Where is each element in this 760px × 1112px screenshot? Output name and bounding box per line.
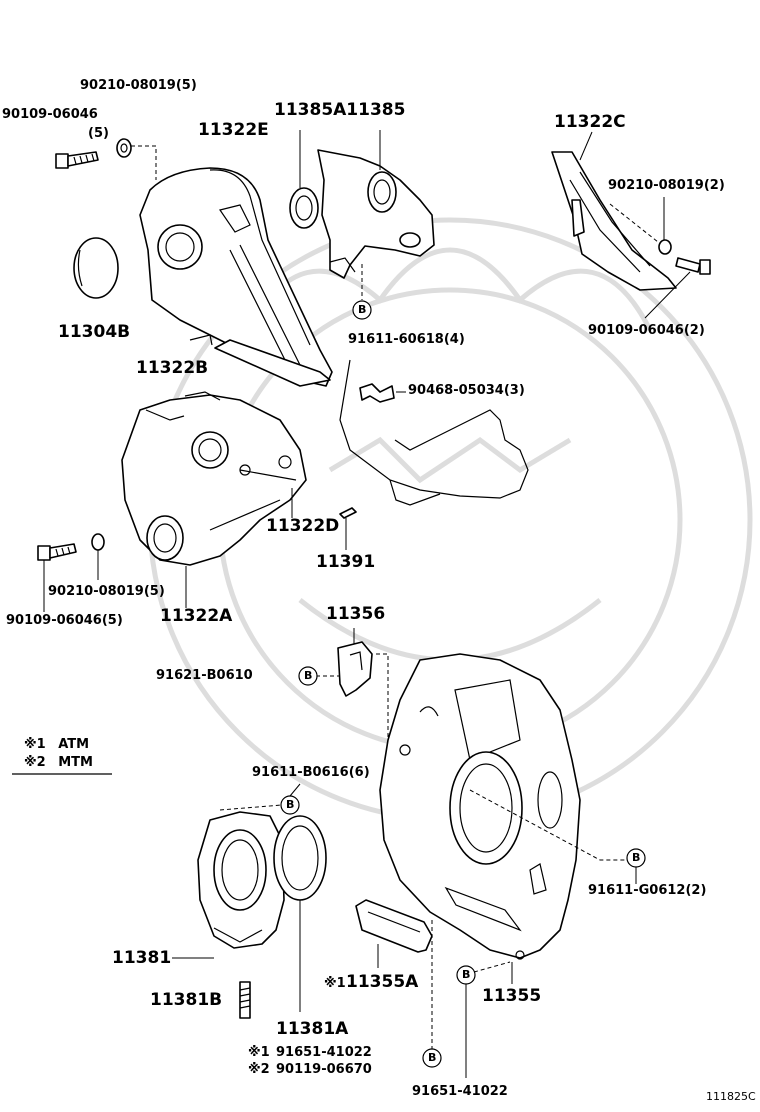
seal-11385a <box>289 187 319 229</box>
label-washer-right: 90210-08019(2) <box>608 178 725 193</box>
bolt-90109-right <box>644 257 711 319</box>
b-letter-b0616: B <box>286 798 295 811</box>
cover-11355a <box>355 899 433 968</box>
b-letter-91651-a: B <box>428 1051 437 1064</box>
label-bolt-right: 90109-06046(2) <box>588 323 705 338</box>
b-letter-g0612: B <box>632 851 641 864</box>
seal-11381a <box>273 815 327 901</box>
leader-b-0616 <box>219 804 290 811</box>
b-mark-upper <box>352 300 372 320</box>
label-washer-mid: 90210-08019(5) <box>48 584 165 599</box>
label-bolt-top-left-qty: (5) <box>88 126 109 141</box>
legend-item-atm: ※1 ATM <box>24 738 89 751</box>
label-washer-top: 90210-08019(5) <box>80 78 197 93</box>
label-11381b: 11381B <box>150 990 223 1010</box>
label-11381a: 11381A <box>276 1019 349 1039</box>
label-11355a: 11355A <box>346 972 419 992</box>
pin-11391 <box>339 507 357 550</box>
plug-11304b <box>73 237 119 299</box>
engine-block-outline <box>339 359 529 506</box>
label-11391: 11391 <box>316 552 376 572</box>
washer-90210-right <box>609 197 672 255</box>
legend-mark: ※1 <box>24 737 46 752</box>
label-91651-b: 91651-41022 <box>412 1084 508 1099</box>
label-90468: 90468-05034(3) <box>408 383 525 398</box>
label-11322e: 11322E <box>198 120 269 140</box>
label-91611-60618: 91611-60618(4) <box>348 332 465 347</box>
label-90119: 90119-06670 <box>276 1062 372 1077</box>
leader-11322c <box>579 131 593 161</box>
stud-11381b <box>239 981 251 1019</box>
label-91611-g0612: 91611-G0612(2) <box>588 883 707 898</box>
label-note-mark-1a: ※1 <box>324 976 346 991</box>
reference-code: 111825C <box>706 1090 756 1103</box>
label-bolt-top-left: 90109-06046 <box>2 107 98 122</box>
label-11355: 11355 <box>482 986 542 1006</box>
legend-item-mtm: ※2 MTM <box>24 756 93 769</box>
label-note-mark-2: ※2 <box>248 1062 270 1077</box>
b-mark-91651-a <box>422 1048 442 1068</box>
retainer-11381 <box>197 811 285 949</box>
label-11322d: 11322D <box>266 516 340 536</box>
label-bolt-mid: 90109-06046(5) <box>6 613 123 628</box>
b-mark-11356 <box>298 666 318 686</box>
b-letter-91651-b: B <box>462 968 471 981</box>
label-91621: 91621-B0610 <box>156 668 253 683</box>
label-11381: 11381 <box>112 948 172 968</box>
clamp-90468 <box>359 383 406 403</box>
cover-11322c <box>551 151 677 291</box>
label-91611-b0616: 91611-B0616(6) <box>252 765 370 780</box>
b-letter-11356: B <box>304 669 313 682</box>
label-91651-a: 91651-41022 <box>276 1045 372 1060</box>
label-11322b: 11322B <box>136 358 209 378</box>
b-mark-b0616 <box>280 783 301 815</box>
b-mark-g0612 <box>626 848 646 884</box>
bracket-11385 <box>317 149 435 279</box>
b-mark-91651-b <box>456 961 511 1078</box>
upper-timing-cover <box>139 167 333 387</box>
label-11385a-11385: 11385A11385 <box>274 100 406 120</box>
bolt-90109-mid <box>37 543 77 612</box>
washer-90210-mid <box>91 533 105 580</box>
legend-text: ATM <box>58 737 90 752</box>
label-11356: 11356 <box>326 604 386 624</box>
label-11304b: 11304B <box>58 322 131 342</box>
bracket-11356 <box>316 628 389 760</box>
label-11322a: 11322A <box>160 606 233 626</box>
bolt-90109-top <box>55 151 99 169</box>
lower-timing-cover <box>121 391 307 566</box>
legend-mark: ※2 <box>24 755 46 770</box>
label-note-mark-1b: ※1 <box>248 1045 270 1060</box>
washer-90210-top <box>116 138 157 180</box>
legend-text: MTM <box>58 755 93 770</box>
end-plate-11355 <box>379 653 628 960</box>
label-11322c: 11322C <box>554 112 626 132</box>
b-letter-upper: B <box>358 303 367 316</box>
